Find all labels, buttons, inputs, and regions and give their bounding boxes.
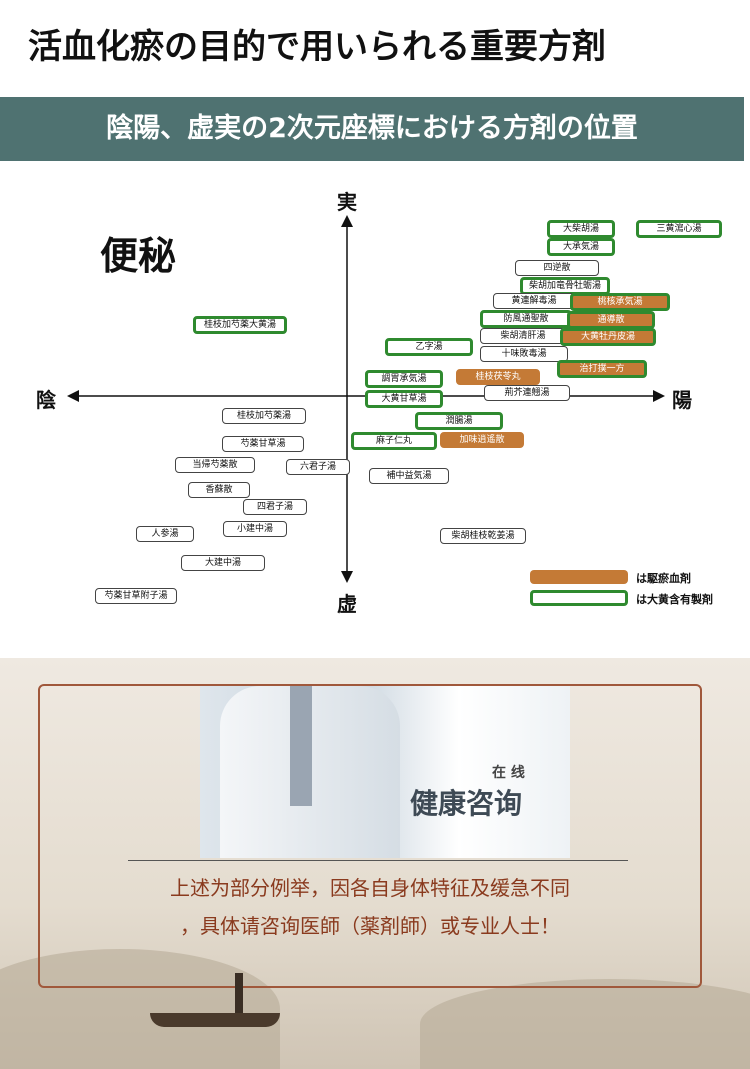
formula-box: 三黄瀉心湯 (636, 220, 722, 238)
formula-box: 大黄牡丹皮湯 (560, 328, 656, 346)
formula-box: 芍薬甘草附子湯 (95, 588, 177, 604)
formula-box: 潤腸湯 (415, 412, 503, 430)
formula-box: 芍薬甘草湯 (222, 436, 304, 452)
axis-label-left: 陰 (36, 388, 56, 412)
formula-box: 香蘇散 (188, 482, 250, 498)
axis-label-bottom: 虚 (337, 592, 357, 616)
coordinate-diagram: 実 虚 陰 陽 便秘 大柴胡湯三黄瀉心湯大承気湯四逆散柴胡加竜骨牡蛎湯黄連解毒湯… (0, 170, 750, 650)
formula-box: 柴胡桂枝乾姜湯 (440, 528, 526, 544)
formula-box: 当帰芍薬散 (175, 457, 255, 473)
formula-box: 通導散 (567, 311, 655, 329)
formula-box: 防風通聖散 (480, 310, 572, 328)
disclaimer-line-2: ，具体请咨询医師（薬剤師）或专业人士！ (180, 914, 560, 938)
formula-box: 桃核承気湯 (570, 293, 670, 311)
formula-box: 桂枝茯苓丸 (456, 369, 540, 385)
axis-label-top: 実 (337, 190, 357, 214)
formula-box: 桂枝加芍薬湯 (222, 408, 306, 424)
formula-box: 大建中湯 (181, 555, 265, 571)
boatman-figure (235, 973, 243, 1013)
formula-box: 調胃承気湯 (365, 370, 443, 388)
formula-box: 大柴胡湯 (547, 220, 615, 238)
legend-swatch-green (530, 590, 628, 606)
formula-box: 六君子湯 (286, 459, 350, 475)
decorative-frame (38, 684, 702, 988)
formula-box: 補中益気湯 (369, 468, 449, 484)
disclaimer-line-1: 上述为部分例举，因各自身体特征及缓急不同 (170, 876, 570, 900)
formula-box: 人参湯 (136, 526, 194, 542)
category-label: 便秘 (100, 234, 177, 278)
mountain-shape (0, 949, 280, 1069)
formula-box: 麻子仁丸 (351, 432, 437, 450)
page-title: 活血化瘀の目的で用いられる重要方剤 (28, 27, 606, 67)
formula-box: 黄連解毒湯 (493, 293, 575, 309)
formula-box: 荊芥連翹湯 (484, 385, 570, 401)
formula-box: 柴胡清肝湯 (480, 328, 566, 344)
mountain-shape (420, 979, 750, 1069)
legend-label: は駆瘀血剤 (636, 572, 691, 585)
formula-box: 小建中湯 (223, 521, 287, 537)
section-banner: 陰陽、虚実の2次元座標における方剤の位置 (0, 97, 744, 161)
boat-shape (150, 1013, 280, 1027)
formula-box: 加味逍遙散 (440, 432, 524, 448)
formula-box: 治打撲一方 (557, 360, 647, 378)
formula-box: 乙字湯 (385, 338, 473, 356)
formula-box: 桂枝加芍薬大黄湯 (193, 316, 287, 334)
formula-box: 大黄甘草湯 (365, 390, 443, 408)
online-label: 在 线 (492, 765, 525, 781)
divider (128, 860, 628, 861)
doctor-tie-shape (290, 686, 312, 806)
formula-box: 十味敗毒湯 (480, 346, 568, 362)
axis-label-right: 陽 (672, 388, 692, 412)
formula-box: 大承気湯 (547, 238, 615, 256)
formula-box: 四君子湯 (243, 499, 307, 515)
doctor-photo: 在 线 健康咨询 (200, 686, 570, 858)
consult-section: 在 线 健康咨询 上述为部分例举，因各自身体特征及缓急不同 ，具体请咨询医師（薬… (0, 658, 750, 1069)
formula-box: 四逆散 (515, 260, 599, 276)
legend-swatch-brown (530, 570, 628, 584)
legend-label: は大黄含有製剤 (636, 593, 713, 606)
health-consult-label: 健康咨询 (410, 787, 523, 820)
